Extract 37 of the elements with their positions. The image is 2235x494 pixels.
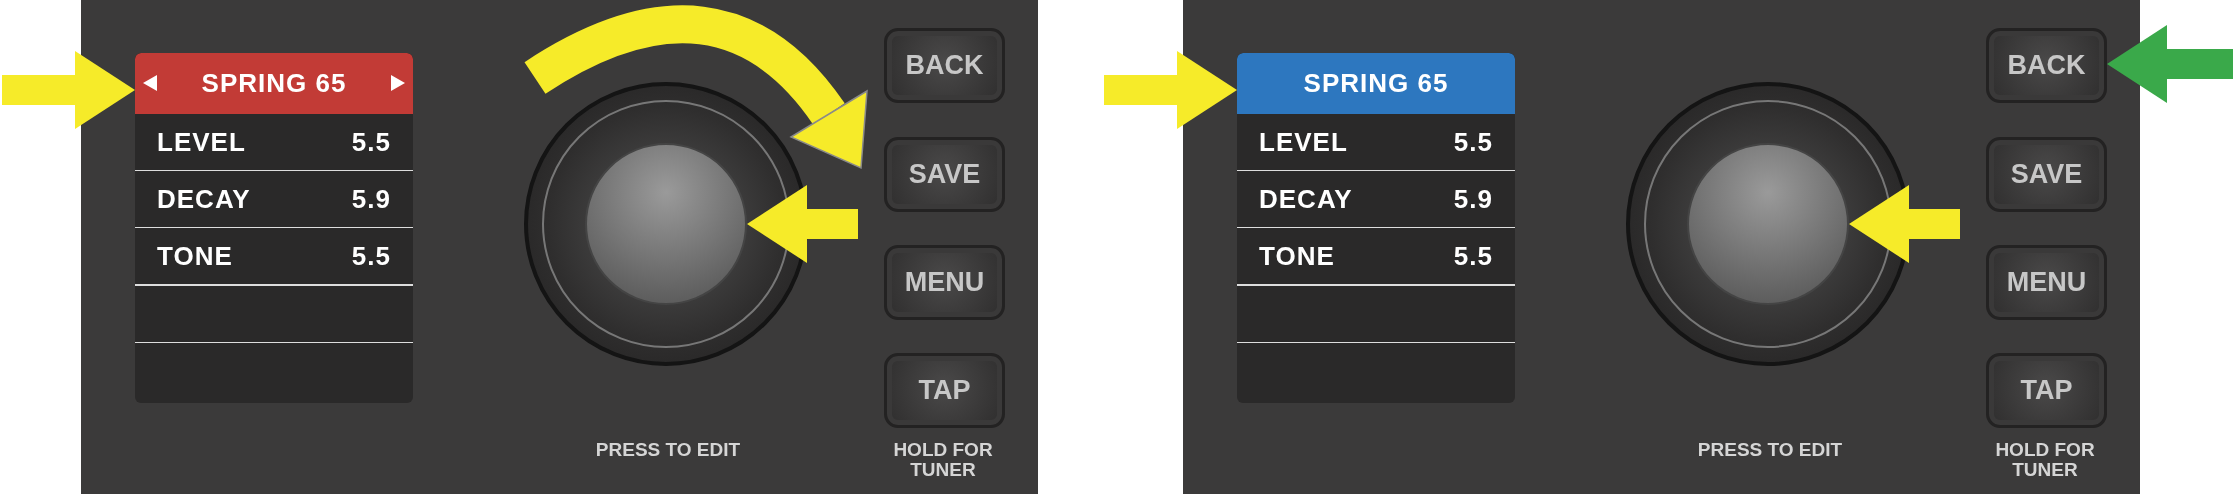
arrow [1849, 185, 1960, 263]
parameter-value: 5.9 [351, 183, 391, 215]
preset-name: SPRING 65 [1303, 68, 1449, 99]
arrow [2107, 25, 2233, 103]
display-screen [135, 53, 413, 403]
display-header-bar [1237, 53, 1515, 114]
parameter-value: 5.9 [1453, 183, 1493, 215]
arrow [747, 185, 858, 263]
hardware-button: TAP [1986, 353, 2107, 428]
hardware-button: SAVE [1986, 137, 2107, 212]
preset-name: SPRING 65 [201, 68, 347, 99]
display-header-bar [135, 53, 413, 114]
arrow [1104, 51, 1237, 129]
hardware-button: MENU [1986, 245, 2107, 320]
parameter-name: TONE [157, 240, 233, 272]
parameter-value: 5.5 [351, 240, 391, 272]
parameter-value: 5.5 [351, 126, 391, 158]
parameter-name: TONE [1259, 240, 1335, 272]
parameter-value: 5.5 [1453, 126, 1493, 158]
parameter-name: DECAY [1259, 183, 1353, 215]
hardware-button: TAP [884, 353, 1005, 428]
parameter-name: DECAY [157, 183, 251, 215]
parameter-value: 5.5 [1453, 240, 1493, 272]
parameter-name: LEVEL [1259, 126, 1348, 158]
hardware-button: BACK [884, 28, 1005, 103]
hardware-button: MENU [884, 245, 1005, 320]
arrow [2, 51, 135, 129]
device-panel [81, 0, 1038, 494]
control-caption: PRESS TO EDIT [1696, 440, 1844, 460]
control-caption: PRESS TO EDIT [594, 440, 742, 460]
hardware-button: BACK [1986, 28, 2107, 103]
hardware-button: SAVE [884, 137, 1005, 212]
device-panel [1183, 0, 2140, 494]
display-screen [1237, 53, 1515, 403]
control-caption: HOLD FOR TUNER [892, 440, 994, 480]
control-caption: HOLD FOR TUNER [1994, 440, 2096, 480]
parameter-name: LEVEL [157, 126, 246, 158]
